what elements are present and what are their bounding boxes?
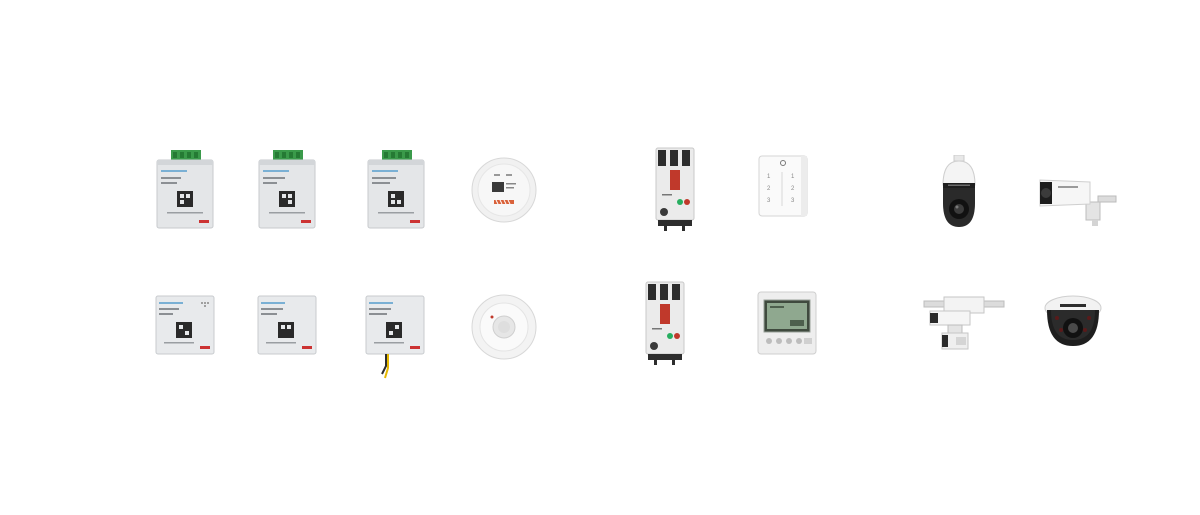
circuit-breaker-2	[644, 280, 686, 366]
pir-motion-sensor	[470, 293, 538, 361]
wall-sensor-module-1	[154, 294, 216, 356]
din-sensor-module-2	[257, 150, 317, 230]
din-sensor-module-3	[366, 150, 426, 230]
svg-text:2: 2	[767, 186, 771, 192]
circuit-breaker-1	[654, 146, 696, 232]
wall-sensor-module-2	[256, 294, 318, 356]
ptz-dome-camera	[940, 155, 978, 229]
svg-text:3: 3	[791, 198, 795, 204]
wall-sensor-module-3	[364, 294, 426, 384]
smoke-detector	[470, 156, 538, 224]
wall-dimmer-switch: 1 1 2 2 3 3	[757, 154, 809, 218]
bullet-camera	[1036, 176, 1118, 226]
svg-text:1: 1	[791, 174, 795, 180]
din-sensor-module-1	[155, 150, 215, 230]
mini-dome-camera	[1042, 288, 1104, 350]
svg-text:1: 1	[767, 174, 771, 180]
svg-text:3: 3	[767, 198, 771, 204]
rail-mounted-camera	[922, 293, 1006, 357]
svg-text:2: 2	[791, 186, 795, 192]
lcd-control-panel	[756, 290, 818, 356]
